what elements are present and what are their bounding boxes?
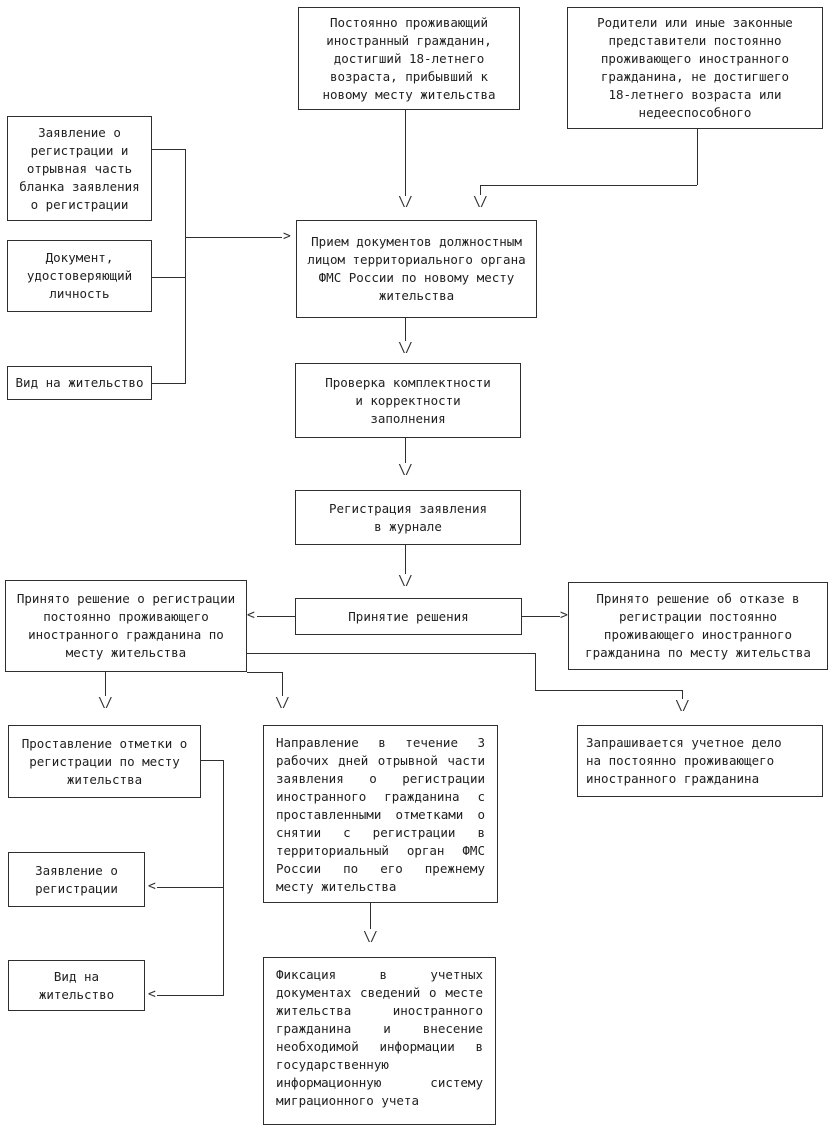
arrow-down-icon: \/ (398, 195, 413, 210)
node-registration-mark: Проставление отметки о регистрации по ме… (8, 725, 201, 798)
node-reception: Прием документов должностным лицом терри… (296, 220, 537, 318)
connector (405, 318, 406, 341)
arrow-down-icon: \/ (675, 699, 690, 714)
connector (405, 110, 406, 196)
node-doc-identity: Документ, удостоверяющий личность (7, 240, 152, 312)
connector (105, 672, 106, 696)
connector (152, 277, 185, 278)
arrow-left-icon: < (247, 608, 255, 623)
connector (697, 129, 698, 185)
arrow-down-icon: \/ (363, 930, 378, 945)
connector (405, 545, 406, 574)
connector (522, 616, 560, 617)
connector (535, 690, 682, 691)
connector (480, 185, 481, 195)
arrow-down-icon: \/ (398, 463, 413, 478)
node-applicant-adult: Постоянно проживающий иностранный гражда… (298, 7, 520, 110)
connector (480, 185, 697, 186)
node-completeness-check: Проверка комплектности и корректности за… (295, 363, 521, 438)
arrow-left-icon: < (148, 987, 156, 1002)
connector (157, 887, 223, 888)
arrow-down-icon: \/ (98, 696, 113, 711)
node-decision: Принятие решения (295, 598, 522, 635)
connector (405, 438, 406, 463)
arrow-down-icon: \/ (275, 696, 290, 711)
connector (223, 760, 224, 996)
arrow-down-icon: \/ (473, 195, 488, 210)
connector (682, 690, 683, 699)
connector (282, 672, 283, 696)
node-doc-residence-permit: Вид на жительство (7, 366, 152, 400)
node-send-tearoff-part: Направление в течение 3 рабочих дней отр… (263, 725, 498, 903)
connector (370, 903, 371, 929)
arrow-down-icon: \/ (398, 574, 413, 589)
node-decision-register: Принято решение о регистрации постоянно … (5, 580, 247, 672)
connector (201, 760, 223, 761)
connector (257, 616, 295, 617)
arrow-down-icon: \/ (398, 341, 413, 356)
node-decision-refuse: Принято решение об отказе в регистрации … (568, 582, 828, 670)
connector (152, 149, 185, 150)
node-legal-representatives: Родители или иные законные представители… (567, 7, 823, 129)
node-request-file: Запрашивается учетное дело на постоянно … (577, 725, 823, 797)
connector (185, 237, 282, 238)
node-journal-registration: Регистрация заявления в журнале (295, 490, 521, 545)
connector (247, 653, 535, 654)
connector (247, 672, 283, 673)
node-fixation-records: Фиксация в учетных документах сведений о… (263, 957, 496, 1125)
arrow-right-icon: > (283, 229, 291, 244)
connector (185, 149, 186, 384)
arrow-left-icon: < (148, 879, 156, 894)
node-residence-permit: Вид на жительство (8, 960, 145, 1011)
connector (152, 383, 185, 384)
arrow-right-icon: > (560, 608, 568, 623)
connector (157, 995, 223, 996)
node-application-form: Заявление о регистрации (8, 852, 145, 907)
node-doc-application: Заявление о регистрации и отрывная часть… (7, 116, 152, 221)
connector (535, 653, 536, 690)
